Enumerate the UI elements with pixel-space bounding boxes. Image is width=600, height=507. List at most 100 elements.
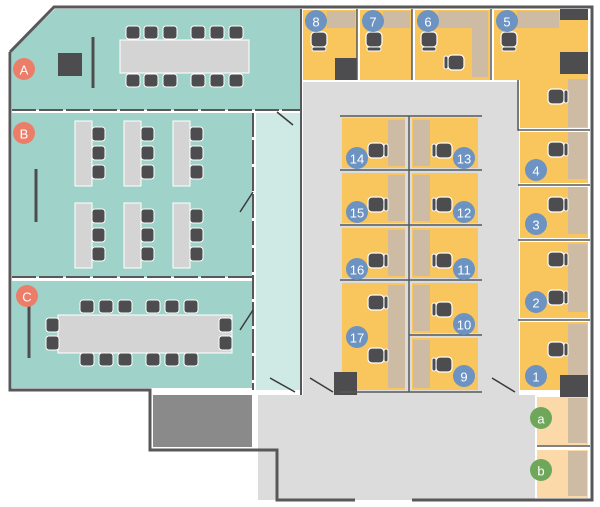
- desk: [568, 324, 587, 384]
- office-chair-icon: [367, 196, 389, 213]
- office-chair-icon: [310, 31, 328, 52]
- chair-icon: [140, 145, 155, 161]
- door-icon[interactable]: [309, 377, 334, 393]
- door-icon[interactable]: [239, 191, 254, 213]
- room-badge-b[interactable]: B: [13, 122, 35, 144]
- desk-badge-4-label: 4: [532, 164, 539, 179]
- chair-icon: [140, 208, 155, 224]
- door-icon[interactable]: [491, 377, 516, 393]
- pillar: [560, 9, 588, 20]
- open-corridor: [303, 82, 519, 395]
- desk-badge-8-label: 8: [312, 15, 319, 30]
- room-badge-a[interactable]: A: [13, 58, 35, 80]
- desk-badge-10-circle: [453, 313, 475, 335]
- desk-badge-12[interactable]: 12: [453, 201, 475, 223]
- chair-icon: [117, 352, 133, 367]
- office-chair-icon: [431, 356, 453, 373]
- door-icon[interactable]: [276, 111, 294, 126]
- exterior-wall: [8, 5, 594, 502]
- office-chair-icon: [420, 31, 438, 52]
- chair-icon: [45, 317, 60, 333]
- booth-badge-b-circle: [530, 459, 552, 481]
- desk-badge-1[interactable]: 1: [525, 365, 547, 387]
- chair-icon: [209, 25, 225, 40]
- booth-badge-a-circle: [530, 407, 552, 429]
- chair-icon: [189, 126, 204, 142]
- office-chair-icon: [443, 54, 465, 71]
- desk-badge-16-label: 16: [350, 263, 364, 278]
- desk: [472, 11, 488, 77]
- desk-badge-4-circle: [525, 159, 547, 181]
- walls: [8, 5, 594, 502]
- desk-badge-13[interactable]: 13: [453, 147, 475, 169]
- chair-icon: [209, 73, 225, 88]
- desk-badge-17[interactable]: 17: [346, 326, 368, 348]
- desk-badge-4[interactable]: 4: [525, 159, 547, 181]
- booth-badge-b[interactable]: b: [530, 459, 552, 481]
- door-icon[interactable]: [239, 309, 254, 331]
- room-badge-a-label: A: [20, 63, 29, 78]
- desk-badge-2-circle: [525, 291, 547, 313]
- door-icon[interactable]: [269, 377, 296, 393]
- chair-icon: [98, 299, 114, 314]
- office-chair-icon: [547, 289, 569, 306]
- chair-icon: [164, 352, 180, 367]
- desk: [568, 451, 587, 496]
- chair-icon: [145, 352, 161, 367]
- classroom-desk: [123, 120, 142, 187]
- exterior-wall: [8, 52, 355, 502]
- chair-icon: [91, 208, 106, 224]
- office-wall: [517, 80, 590, 131]
- desk-badge-12-label: 12: [457, 206, 471, 221]
- desk-badge-6[interactable]: 6: [417, 10, 439, 32]
- desk-badge-10[interactable]: 10: [453, 313, 475, 335]
- booth-badge-a-label: a: [537, 412, 545, 427]
- office-chair-icon: [367, 142, 389, 159]
- office-chair-icon: [367, 347, 389, 364]
- office-chair-icon: [547, 341, 569, 358]
- desk-badge-8-circle: [305, 10, 327, 32]
- chair-icon: [79, 352, 95, 367]
- classroom-desk: [74, 202, 93, 269]
- desk-badge-11[interactable]: 11: [453, 258, 475, 280]
- desk: [413, 230, 430, 276]
- desk-badge-15[interactable]: 15: [346, 201, 368, 223]
- chair-icon: [145, 299, 161, 314]
- office-chair-icon: [431, 142, 453, 159]
- desk-badge-16[interactable]: 16: [346, 258, 368, 280]
- desk-badge-7[interactable]: 7: [362, 10, 384, 32]
- desk-badge-14[interactable]: 14: [346, 147, 368, 169]
- desk-badge-3[interactable]: 3: [525, 213, 547, 235]
- desk-badge-8[interactable]: 8: [305, 10, 327, 32]
- desk-badge-2[interactable]: 2: [525, 291, 547, 313]
- desk-badge-3-circle: [525, 213, 547, 235]
- booth-badge-a[interactable]: a: [530, 407, 552, 429]
- chair-icon: [143, 25, 159, 40]
- desk-badge-3-label: 3: [532, 218, 539, 233]
- room-badge-b-label: B: [20, 127, 29, 142]
- desk-badge-5[interactable]: 5: [496, 10, 518, 32]
- desk-badge-9[interactable]: 9: [453, 365, 475, 387]
- classroom-desk: [172, 202, 191, 269]
- chair-icon: [162, 25, 178, 40]
- chair-icon: [117, 299, 133, 314]
- chair-icon: [164, 299, 180, 314]
- pillar: [560, 375, 588, 397]
- room-badge-c[interactable]: C: [16, 285, 38, 307]
- chair-icon: [218, 317, 233, 333]
- desk: [568, 79, 587, 127]
- desk: [568, 244, 587, 312]
- chair-icon: [79, 299, 95, 314]
- chair-icon: [140, 227, 155, 243]
- teal-corridor: [256, 113, 301, 390]
- desk: [388, 120, 405, 166]
- chair-icon: [183, 299, 199, 314]
- desk-badge-11-label: 11: [457, 263, 471, 278]
- desk-badge-7-label: 7: [369, 15, 376, 30]
- desk: [568, 132, 587, 179]
- desk-badge-1-circle: [525, 365, 547, 387]
- furniture: [27, 9, 588, 496]
- chair-icon: [140, 164, 155, 180]
